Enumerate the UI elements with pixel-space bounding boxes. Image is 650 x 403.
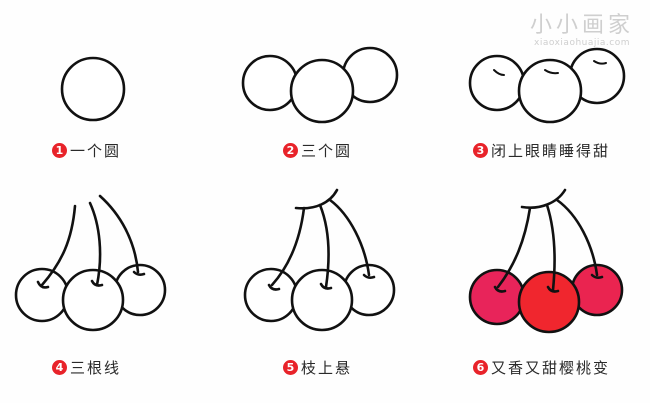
step-5-label: 5 枝上悬 [283,357,352,377]
step-4-drawing [14,194,167,332]
step-6-drawing [468,188,624,334]
step-caption: 又香又甜樱桃变 [491,358,611,377]
watermark-title: 小小画家 [530,13,635,38]
step-caption: 一个圆 [70,141,122,160]
step-badge: 5 [283,359,298,375]
step-caption: 枝上悬 [301,358,353,377]
step-caption: 三根线 [70,358,122,377]
step-2-drawing [241,46,399,124]
step-3-label: 3 闭上眼睛睡得甜 [473,140,610,160]
step-badge: 1 [52,142,67,158]
step-6-label: 6 又香又甜樱桃变 [473,357,610,377]
step-3-drawing [468,47,626,124]
watermark: 小小画家 xiaoxiaohuajia.com [530,13,635,49]
step-5-drawing [243,188,396,332]
step-badge: 4 [52,359,67,375]
step-2-label: 2 三个圆 [283,140,352,160]
step-badge: 6 [473,359,488,375]
step-caption: 闭上眼睛睡得甜 [491,141,611,160]
step-caption: 三个圆 [301,141,353,160]
step-badge: 3 [473,142,488,158]
step-4-label: 4 三根线 [52,357,121,377]
step-1-label: 1 一个圆 [52,140,121,160]
step-badge: 2 [283,142,298,158]
watermark-url: xiaoxiaohuajia.com [534,38,630,48]
step-1-drawing [60,56,126,122]
